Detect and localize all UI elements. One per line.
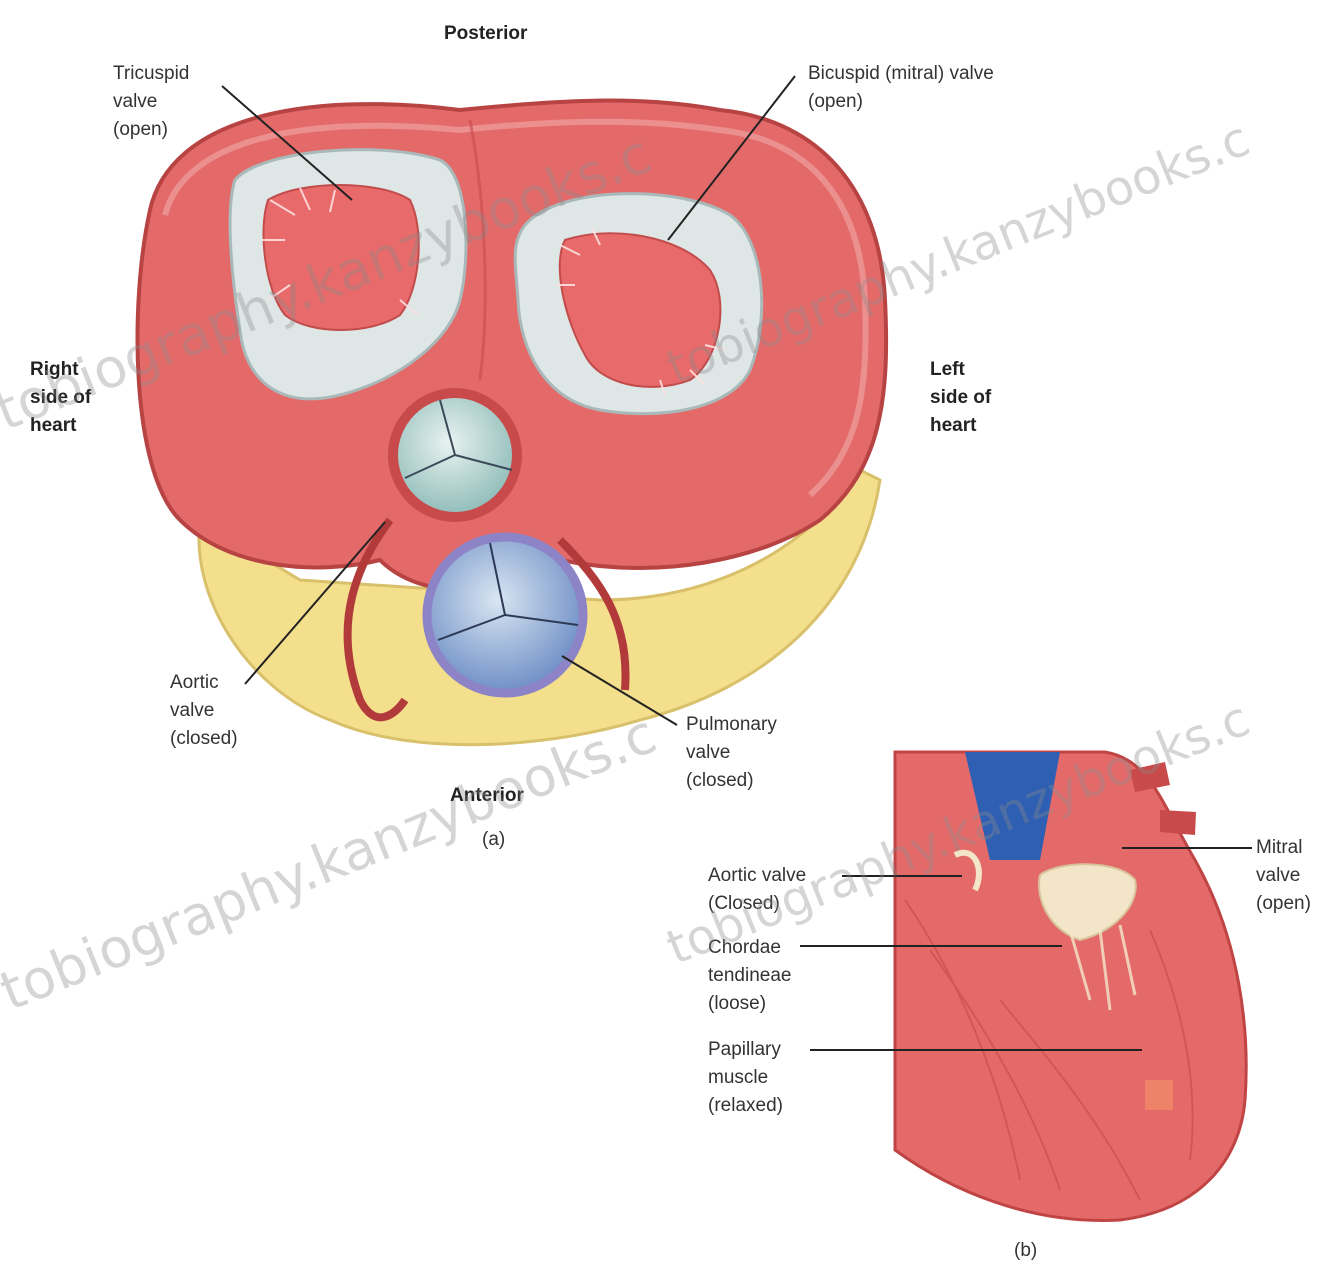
aortic-valve-label-a: Aortic valve (closed) xyxy=(170,669,238,753)
anterior-label: Anterior xyxy=(450,782,524,810)
pulmonary-vein-lower xyxy=(1160,810,1196,835)
chordae-tendineae-label: Chordae tendineae (loose) xyxy=(708,934,791,1018)
aortic-valve-label-b: Aortic valve (Closed) xyxy=(708,862,806,918)
panel-b-caption: (b) xyxy=(1014,1237,1037,1265)
mitral-valve-label-b: Mitral valve (open) xyxy=(1256,834,1311,918)
left-side-label: Left side of heart xyxy=(930,356,991,440)
tricuspid-leaflets xyxy=(263,185,418,330)
posterior-label: Posterior xyxy=(444,20,527,48)
panel-a-caption: (a) xyxy=(482,826,505,854)
pulmonary-valve-label: Pulmonary valve (closed) xyxy=(686,711,777,795)
bicuspid-valve-label: Bicuspid (mitral) valve (open) xyxy=(808,60,994,116)
papillary-muscle-label: Papillary muscle (relaxed) xyxy=(708,1036,783,1120)
panel-b-drawing xyxy=(895,752,1246,1220)
right-side-label: Right side of heart xyxy=(30,356,91,440)
tricuspid-valve-label: Tricuspid valve (open) xyxy=(113,60,189,144)
panel-a-drawing xyxy=(138,101,887,745)
